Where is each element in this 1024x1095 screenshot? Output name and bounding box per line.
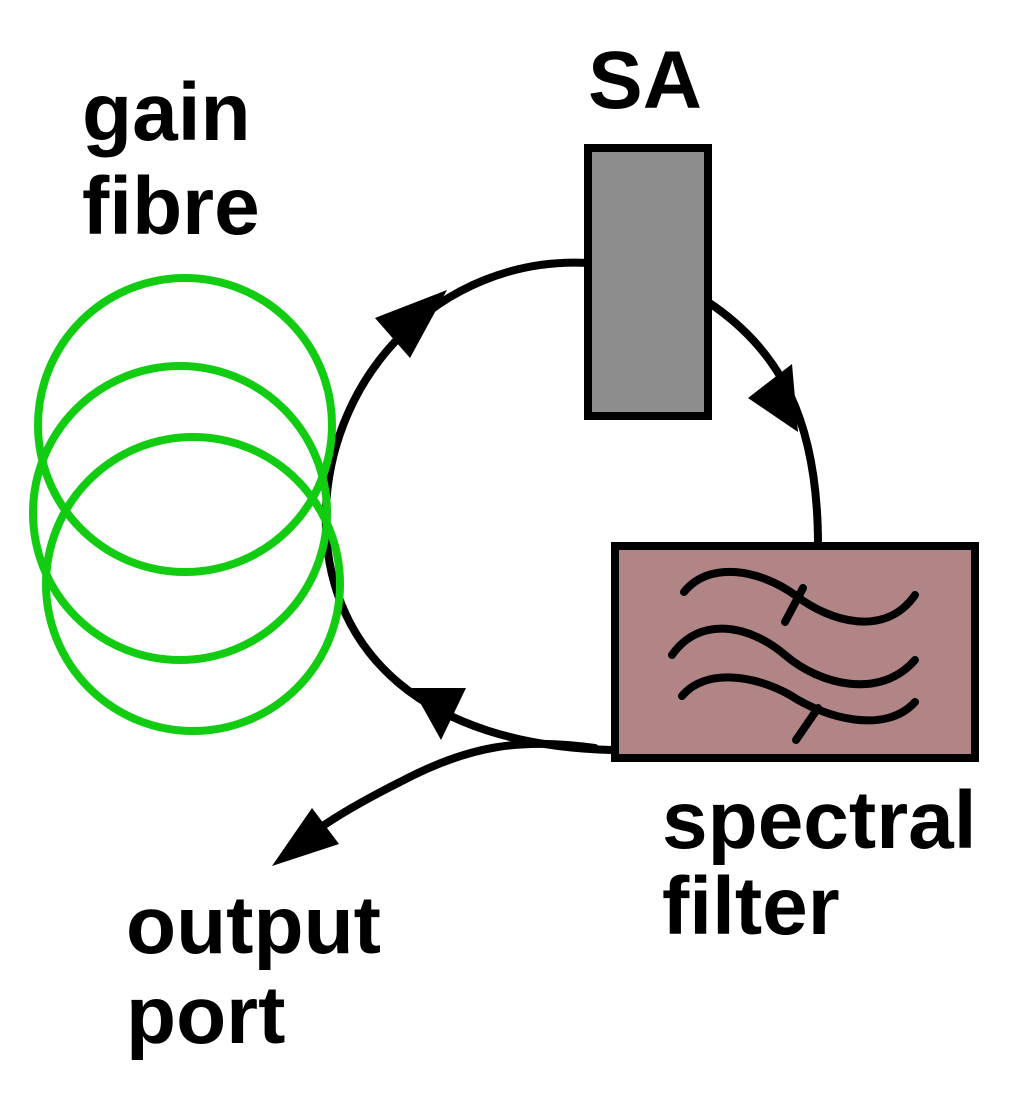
spectral-filter-box xyxy=(611,542,979,762)
arrow-head-right xyxy=(748,364,798,432)
filter-tick-top xyxy=(781,584,807,626)
cavity-ring-left-arc xyxy=(321,258,616,754)
saturable-absorber-block xyxy=(584,144,712,420)
gain-fibre-label-line1: gain xyxy=(82,67,251,158)
fibre-loop-top xyxy=(34,274,336,576)
spectral-filter-label-line1: spectral xyxy=(662,775,977,866)
sa-label: SA xyxy=(588,35,702,126)
output-arrow-head xyxy=(272,808,339,866)
arrow-head-lower-left xyxy=(412,688,466,740)
filter-wave-bottom xyxy=(678,673,919,725)
gain-fibre-label-line2: fibre xyxy=(82,161,260,252)
output-port-label-line1: output xyxy=(126,880,381,971)
fibre-loop-bottom xyxy=(42,433,344,735)
output-coupler-line xyxy=(306,739,599,839)
cavity-ring-right-arc xyxy=(704,298,822,549)
arrow-head-upper-left xyxy=(375,290,447,358)
fibre-loop-middle xyxy=(29,362,331,664)
filter-wave-lines xyxy=(668,567,919,744)
output-port-label-line2: port xyxy=(126,970,286,1061)
filter-tick-bottom xyxy=(792,704,822,744)
filter-wave-middle xyxy=(668,624,919,689)
spectral-filter-label-line2: filter xyxy=(662,861,840,952)
gain-fibre-coil xyxy=(29,274,344,735)
